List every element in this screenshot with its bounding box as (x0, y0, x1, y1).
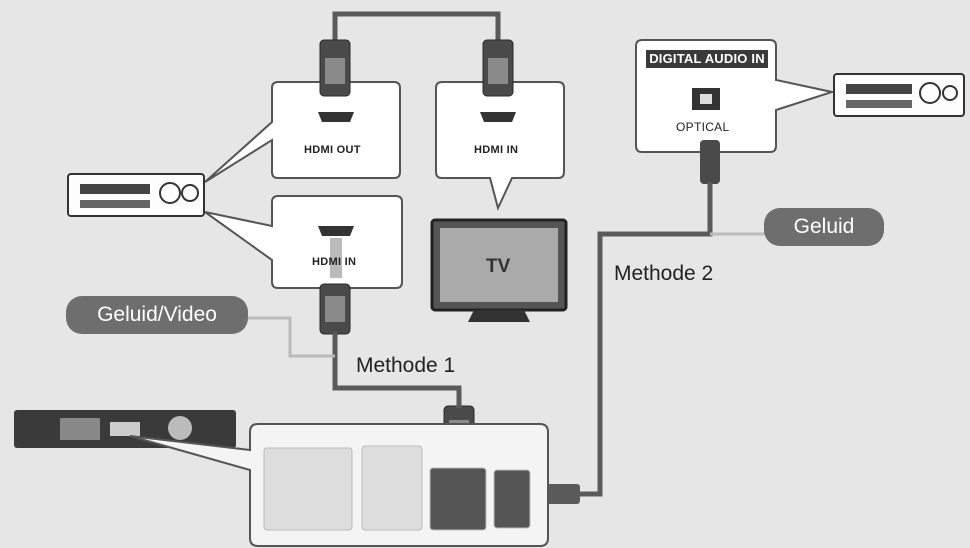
method2-label: Methode 2 (614, 262, 714, 285)
digital-audio-in-label: DIGITAL AUDIO IN (646, 50, 768, 68)
hdmi-in-receiver-callout (204, 195, 403, 289)
audio-video-leader (248, 316, 335, 358)
hdmi-port-icon (318, 112, 516, 236)
audio-video-pill: Geluid/Video (66, 296, 248, 334)
av-receiver-left (67, 173, 205, 217)
optical-label: OPTICAL (676, 120, 730, 134)
hdmi-in-tv-callout (435, 81, 565, 211)
method2-cable (578, 182, 713, 497)
tv-label: TV (486, 256, 511, 277)
method1-label: Methode 1 (356, 354, 456, 377)
tv-icon (430, 218, 568, 322)
hdmi-in-tv-label: HDMI IN (474, 144, 519, 156)
hdmi-bridge-cable (332, 11, 501, 50)
av-receiver-right (833, 73, 965, 117)
digital-audio-callout (635, 39, 836, 153)
hdmi-out-label: HDMI OUT (304, 144, 361, 156)
plug-in-arrow (330, 238, 342, 278)
optical-plug-icon (700, 140, 720, 184)
hdmi-in-receiver-label: HDMI IN (312, 256, 357, 268)
audio-pill: Geluid (764, 208, 884, 246)
optical-plug-bottom-icon (540, 484, 580, 504)
blu-ray-player (14, 410, 236, 448)
hdmi-out-callout (204, 81, 401, 183)
method1-cable (332, 332, 462, 408)
